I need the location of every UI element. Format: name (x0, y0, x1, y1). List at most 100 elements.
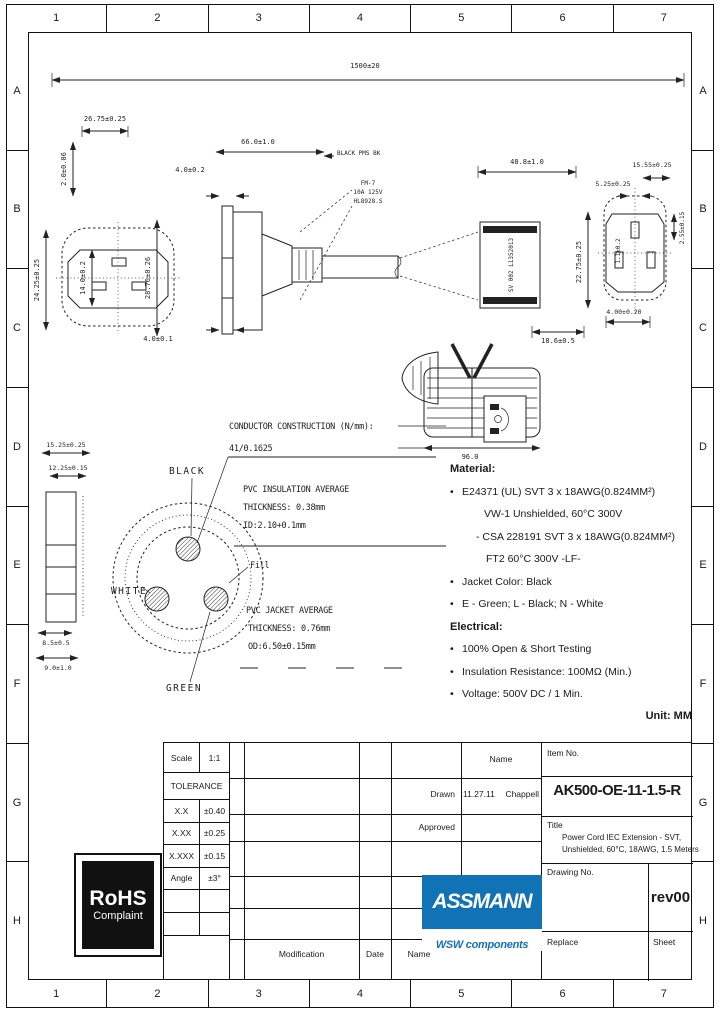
tolerance-value: ±0.40 (203, 805, 226, 816)
electrical-item: • Voltage: 500V DC / 1 Min. (450, 683, 694, 706)
tolerance-row: X.XX ±0.25 (164, 822, 229, 845)
grid-row-label: B (6, 151, 28, 270)
grid-row-label: G (692, 744, 714, 863)
scale-value: 1:1 (208, 752, 221, 763)
tolerance-key: X.X (164, 800, 200, 822)
assmann-logo-subtext: WSW components (435, 939, 529, 951)
tolerance-value: ±0.15 (203, 850, 226, 861)
item-number: AK500-OE-11-1.5-R (553, 781, 681, 799)
electrical-item: • Insulation Resistance: 100MΩ (Min.) (450, 661, 694, 684)
grid-col-label: 7 (660, 12, 667, 24)
grid-row-label: A (692, 32, 714, 151)
drawing-no-label: Drawing No. (547, 867, 594, 877)
grid-col-label: 4 (310, 4, 412, 32)
bullet (474, 548, 486, 571)
material-text: VW-1 Unshielded, 60°C 300V (484, 508, 623, 520)
scale-label: Scale (164, 743, 200, 772)
bullet: • (450, 688, 454, 700)
electrical-item: • 100% Open & Short Testing (450, 638, 694, 661)
bullet (472, 503, 484, 526)
rohs-logo: RoHS Complaint (74, 853, 162, 957)
bullet: • (450, 485, 454, 498)
material-item: • Jacket Color: Black (450, 571, 694, 594)
tolerance-value: ±0.25 (203, 828, 226, 839)
approved-label: Approved (418, 822, 455, 832)
date-header: Date (366, 949, 384, 959)
electrical-text: Voltage: 500V DC / 1 Min. (462, 688, 583, 700)
item-no-label: Item No. (547, 748, 580, 758)
revision: rev00 (650, 888, 691, 906)
tolerance-table: Scale 1:1 TOLERANCE X.X ±0.40 X.XX ±0.25… (164, 743, 229, 979)
grid-row-label: E (6, 507, 28, 626)
drawn-date: 11.27.11 (463, 789, 495, 799)
material-item: - CSA 228191 SVT 3 x 18AWG(0.824MM²) (450, 526, 694, 549)
electrical-list: • 100% Open & Short Testing • Insulation… (450, 638, 694, 706)
electrical-heading: Electrical: (450, 620, 503, 633)
notes-panel: Material: • E24371 (UL) SVT 3 x 18AWG(0.… (450, 458, 694, 706)
material-list: • E24371 (UL) SVT 3 x 18AWG(0.824MM²) VW… (450, 481, 694, 616)
assmann-logo: ASSMANN WSW components (422, 875, 542, 951)
grid-row-label: E (692, 507, 714, 626)
electrical-text: Insulation Resistance: 100MΩ (Min.) (462, 665, 632, 678)
material-text: FT2 60°C 300V -LF- (486, 553, 581, 565)
grid-row-label: C (692, 269, 714, 388)
grid-row-label: A (6, 32, 28, 151)
grid-col-label: 2 (107, 4, 209, 32)
assmann-logo-box: ASSMANN (422, 875, 542, 929)
grid-col-label: 5 (411, 4, 513, 32)
material-item: • E - Green; L - Black; N - White (450, 593, 694, 616)
tolerance-rows: X.X ±0.40 X.XX ±0.25 X.XXX ±0.15 Angle ±… (164, 800, 229, 890)
replace-label: Replace (547, 937, 579, 947)
drawn-name: Chappell (505, 789, 539, 799)
bullet: • (450, 665, 454, 678)
material-item: FT2 60°C 300V -LF- (450, 548, 694, 571)
rohs-subtext: Complaint (93, 910, 143, 922)
tolerance-key: X.XX (164, 822, 200, 844)
grid-col-label: 6 (512, 980, 614, 1008)
material-item: VW-1 Unshielded, 60°C 300V (450, 503, 694, 526)
bullet: • (450, 643, 454, 655)
title-line-1: Power Cord IEC Extension - SVT, (562, 833, 682, 842)
name-column-header: Name (489, 754, 513, 764)
material-text: E24371 (UL) SVT 3 x 18AWG(0.824MM²) (462, 485, 656, 498)
grid-row-label: F (692, 625, 714, 744)
title-line-2: Unshielded, 60°C, 18AWG, 1.5 Meters (562, 845, 699, 854)
grid-col-label: 1 (6, 980, 108, 1008)
grid-row-label: H (699, 915, 707, 928)
sheet-label: Sheet (653, 937, 676, 947)
grid-row-label: D (6, 388, 28, 507)
bullet (464, 526, 476, 549)
grid-row-label: F (6, 625, 28, 744)
drawn-label: Drawn (430, 789, 455, 799)
grid-row-label: D (692, 388, 714, 507)
name-header-bottom: Name (407, 949, 431, 959)
tolerance-key: Angle (164, 867, 200, 889)
material-item: • E24371 (UL) SVT 3 x 18AWG(0.824MM²) (450, 481, 694, 504)
grid-row-label: C (6, 269, 28, 388)
bullet: • (450, 598, 454, 610)
grid-col-label: 6 (512, 4, 614, 32)
grid-row-label: B (692, 151, 714, 270)
material-heading: Material: (450, 463, 496, 475)
grid-col-label: 3 (209, 4, 310, 32)
material-text: Jacket Color: Black (462, 575, 552, 588)
grid-col-label: 2 (107, 980, 209, 1008)
material-text: E - Green; L - Black; N - White (462, 598, 604, 610)
title-label: Title (547, 820, 563, 830)
rohs-text: RoHS (89, 887, 147, 910)
electrical-text: 100% Open & Short Testing (462, 643, 592, 655)
grid-col-label: 4 (310, 980, 412, 1008)
grid-col-label: 5 (411, 980, 513, 1008)
material-text: - CSA 228191 SVT 3 x 18AWG(0.824MM²) (476, 530, 675, 543)
grid-col-label: 7 (660, 988, 667, 1000)
title-block: Scale 1:1 TOLERANCE X.X ±0.40 X.XX ±0.25… (163, 742, 699, 981)
tolerance-key: X.XXX (164, 845, 200, 867)
tolerance-value: ±3° (208, 873, 221, 884)
tolerance-row: X.X ±0.40 (164, 800, 229, 823)
tolerance-row: Angle ±3° (164, 867, 229, 890)
